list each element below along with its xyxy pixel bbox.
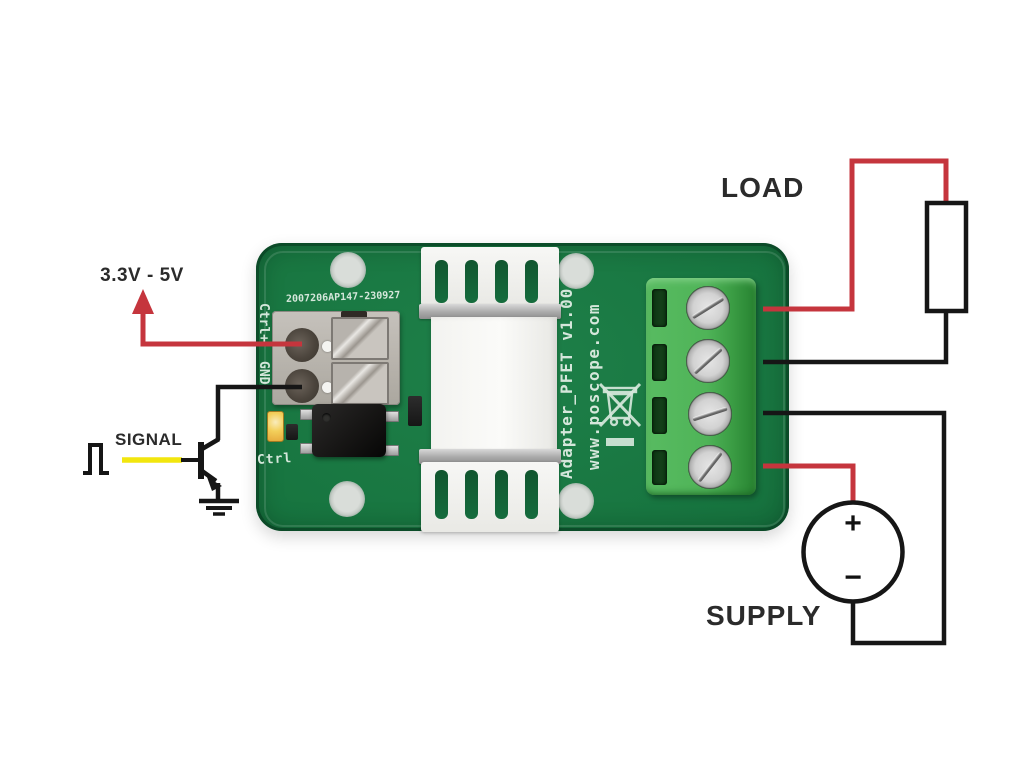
component-lead-band <box>419 449 561 464</box>
ic-pin1-dimple <box>322 413 331 422</box>
ic-leg <box>384 411 399 422</box>
terminal-screw-1 <box>686 286 730 330</box>
pcb-ctrl-label: Ctrl <box>256 451 293 468</box>
gnd-wire-hole <box>285 369 319 403</box>
terminal-notch <box>341 311 367 322</box>
status-led <box>267 411 284 442</box>
fin-slot <box>465 260 478 303</box>
supply-minus-sign: − <box>844 561 862 594</box>
terminal-highlight <box>322 341 333 352</box>
pcb-gnd-label: GND <box>256 361 271 385</box>
fin-slot <box>435 260 448 303</box>
pulse-icon <box>83 443 109 475</box>
component-lead-band <box>419 304 561 319</box>
terminal-screw-4 <box>688 445 732 489</box>
mounting-hole <box>329 481 365 517</box>
heatsink-bottom-fins <box>421 462 559 532</box>
wire-entry-slot <box>652 397 667 434</box>
pcb-ctrl-plus-label: Ctrl+ <box>256 303 271 343</box>
load-return-wire <box>763 311 949 365</box>
weee-mark-icon <box>598 382 642 446</box>
fin-slot <box>495 470 508 519</box>
ic-leg <box>384 445 399 456</box>
wire-entry-slot <box>652 344 667 381</box>
resistor-icon <box>924 200 969 314</box>
terminal-highlight <box>322 382 333 393</box>
ctrl-plus-wire-hole <box>285 328 319 362</box>
transistor-emitter <box>200 469 218 483</box>
load-label: LOAD <box>721 172 805 203</box>
terminal-clamp <box>331 362 389 405</box>
fin-slot <box>525 260 538 303</box>
fin-slot <box>525 470 538 519</box>
mounting-hole <box>558 483 594 519</box>
mounting-hole <box>558 253 594 289</box>
transistor-collector <box>200 437 221 451</box>
fin-slot <box>465 470 478 519</box>
wire-entry-slot <box>652 450 667 485</box>
smd-component <box>286 424 298 440</box>
smd-component <box>408 396 422 426</box>
supply-plus-sign: + <box>844 507 862 540</box>
emitter-arrow-icon <box>207 477 222 491</box>
fin-slot <box>495 260 508 303</box>
optocoupler-ic <box>312 404 386 457</box>
signal-label: SIGNAL <box>115 430 183 449</box>
ground-icon <box>199 498 239 516</box>
power-component-body <box>431 317 557 459</box>
heatsink-top-fins <box>421 247 559 306</box>
terminal-clamp <box>331 317 389 360</box>
wire-entry-slot <box>652 289 667 327</box>
terminal-screw-2 <box>686 339 730 383</box>
voltage-range-label: 3.3V - 5V <box>100 265 184 286</box>
mounting-hole <box>330 252 366 288</box>
supply-label: SUPPLY <box>706 600 822 631</box>
fin-slot <box>435 470 448 519</box>
up-arrow-icon <box>132 289 154 314</box>
terminal-screw-3 <box>688 392 732 436</box>
